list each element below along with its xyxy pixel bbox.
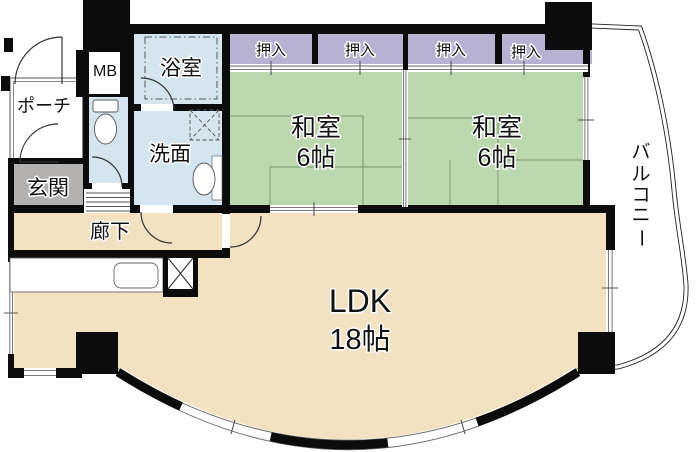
wash-basin bbox=[192, 162, 216, 196]
ldk-label: LDK bbox=[329, 283, 391, 319]
porch-label: ポーチ bbox=[17, 96, 71, 116]
japanese-room-1-size: 6帖 bbox=[297, 144, 336, 172]
bathroom-label: 浴室 bbox=[160, 57, 202, 80]
pipe-shaft-x bbox=[167, 257, 194, 290]
hallway-label: 廊下 bbox=[90, 220, 130, 243]
bathtub-unit-outline bbox=[144, 36, 218, 100]
japanese-room-2-size: 6帖 bbox=[478, 144, 517, 172]
balcony-char-4: ニ bbox=[631, 205, 650, 226]
closet-1 bbox=[230, 34, 312, 64]
japanese-room-2-floor bbox=[408, 72, 583, 205]
washroom-label: 洗面 bbox=[149, 143, 191, 166]
balcony-char-1: バ bbox=[631, 142, 650, 163]
entrance-floor bbox=[12, 162, 85, 207]
entrance-steps bbox=[86, 192, 130, 212]
closet-2-label: 押入 bbox=[345, 42, 375, 59]
balcony-char-2: ル bbox=[631, 164, 650, 185]
closet-2 bbox=[318, 34, 403, 64]
toilet-bowl bbox=[94, 113, 117, 145]
closet-4-label: 押入 bbox=[511, 44, 541, 61]
meter-box-label: MB bbox=[93, 63, 117, 80]
closet-1-label: 押入 bbox=[256, 42, 286, 59]
bathroom-floor bbox=[134, 34, 222, 104]
door-arcs bbox=[14, 36, 262, 248]
hallway-floor bbox=[14, 213, 222, 250]
tatami-lines-room1 bbox=[230, 115, 403, 205]
closet-3-label: 押入 bbox=[436, 42, 466, 59]
porch-floor bbox=[9, 77, 87, 167]
window-ticks bbox=[4, 61, 618, 435]
entrance-label: 玄関 bbox=[27, 177, 69, 200]
tatami-lines-room2 bbox=[408, 117, 583, 205]
closet-3 bbox=[408, 34, 495, 64]
balcony-label: バ ル コ ニ ー bbox=[629, 141, 653, 250]
washing-machine-pan bbox=[189, 109, 220, 141]
balcony-railing-inner bbox=[591, 24, 688, 369]
washing-machine-x bbox=[189, 109, 220, 141]
balcony-char-3: コ bbox=[631, 185, 650, 206]
toilet-tank bbox=[92, 99, 119, 113]
kitchen-sink bbox=[113, 262, 159, 289]
japanese-room-2-label: 和室 bbox=[472, 114, 522, 142]
meter-box bbox=[89, 52, 120, 94]
curved-wall bbox=[115, 368, 581, 450]
japanese-room-1-label: 和室 bbox=[291, 114, 341, 142]
ldk-size: 18帖 bbox=[329, 323, 390, 356]
japanese-room-1-floor bbox=[230, 72, 403, 205]
balcony-char-5: ー bbox=[630, 228, 651, 247]
